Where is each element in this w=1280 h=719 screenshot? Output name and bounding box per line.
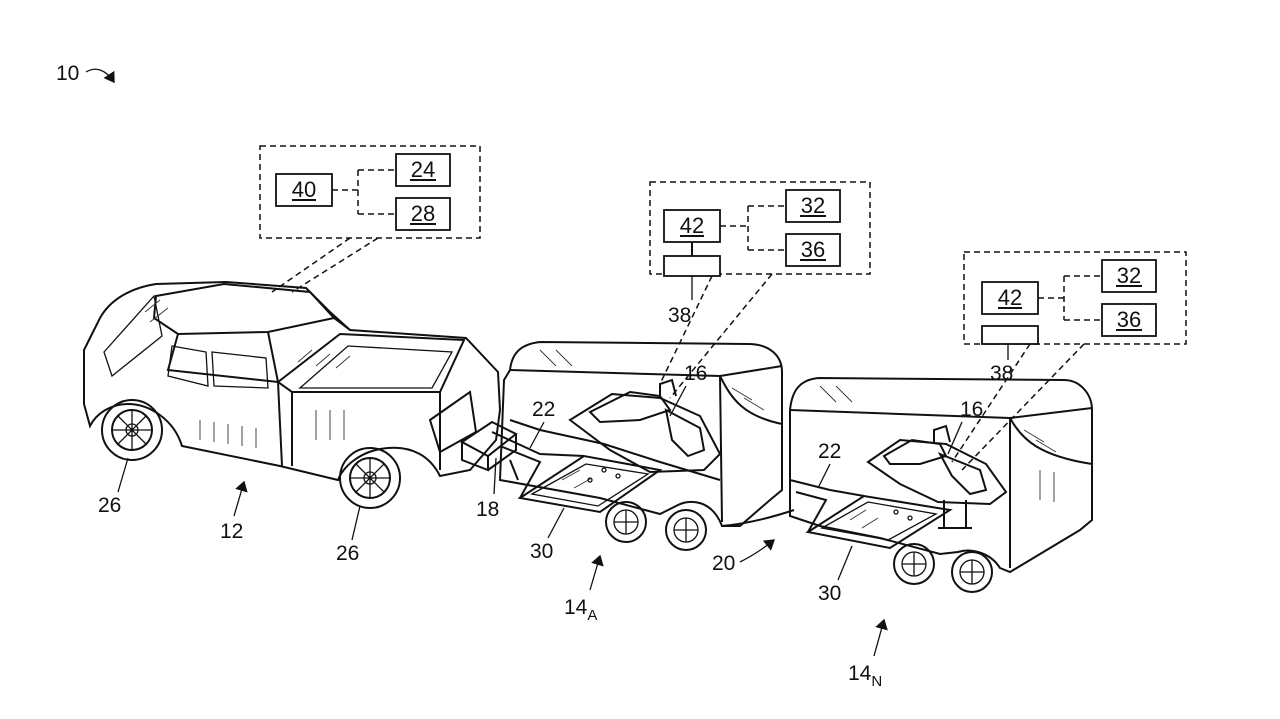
watercraft-a <box>568 392 722 474</box>
trailer-n-module: 42 32 36 <box>963 251 1187 345</box>
callout-30-a: 30 <box>530 540 553 563</box>
trailer-a-wheel-2 <box>665 509 707 551</box>
side-window <box>211 351 269 389</box>
trailer-n-wheel-1 <box>893 543 935 585</box>
trailer-n-tongue <box>789 479 865 533</box>
figure-ref-arrow <box>85 68 115 84</box>
callout-22-a: 22 <box>532 398 555 421</box>
callout-30-n: 30 <box>818 582 841 605</box>
unit-24-label: 24 <box>411 157 435 182</box>
callout-14n: 14N <box>848 662 882 690</box>
watercraft-lift <box>938 500 972 529</box>
truck-roof <box>152 282 336 336</box>
trailer-a <box>491 340 783 551</box>
callout-14a-number: 14 <box>564 596 588 619</box>
callout-26-front: 26 <box>336 542 359 565</box>
callout-16-a: 16 <box>684 362 707 385</box>
sensor-38-a-box <box>663 255 721 277</box>
callout-26-rear: 26 <box>98 494 121 517</box>
trailer-n-wheel-2 <box>951 551 993 593</box>
front-wheel <box>339 447 401 509</box>
rear-wheel <box>101 399 163 461</box>
callout-14n-subscript: N <box>871 673 882 690</box>
controller-42-n-label: 42 <box>998 285 1022 310</box>
rear-window <box>167 345 209 387</box>
callout-20: 20 <box>712 552 735 575</box>
trailer-a-module: 42 32 36 <box>649 181 871 277</box>
unit-36-a-label: 36 <box>801 237 825 262</box>
trailer-n-module-border <box>963 251 1187 345</box>
controller-42-a-label: 42 <box>680 213 704 238</box>
unit-36-n-label: 36 <box>1117 307 1141 332</box>
callout-22-n: 22 <box>818 440 841 463</box>
callout-18: 18 <box>476 498 499 521</box>
trailer-a-deck <box>517 454 663 514</box>
trailer-n-deck <box>805 494 953 550</box>
callout-14a: 14A <box>564 596 597 624</box>
controller-40-label: 40 <box>292 177 316 202</box>
trailer-a-wheel-1 <box>605 501 647 543</box>
trailer-a-tongue <box>491 431 585 499</box>
callout-38-a: 38 <box>668 304 691 327</box>
sensor-38-n-box <box>981 325 1039 345</box>
truck-module: 40 24 28 <box>259 145 481 239</box>
windshield <box>103 294 163 378</box>
watercraft-n <box>866 438 1008 506</box>
unit-32-n-label: 32 <box>1117 263 1141 288</box>
truck-module-border <box>259 145 481 239</box>
callout-12: 12 <box>220 520 243 543</box>
trailer-n <box>789 376 1093 593</box>
unit-32-a-label: 32 <box>801 193 825 218</box>
trailer-link <box>721 509 795 527</box>
tail-light <box>428 390 478 454</box>
unit-28-label: 28 <box>411 201 435 226</box>
truck-body <box>83 280 502 482</box>
callout-38-n: 38 <box>990 362 1013 385</box>
callout-16-n: 16 <box>960 398 983 421</box>
pickup-truck <box>83 280 518 509</box>
trailer-a-body <box>498 340 783 527</box>
figure-ref-label: 10 <box>56 62 79 85</box>
callout-14n-number: 14 <box>848 662 872 685</box>
callout-14a-subscript: A <box>587 607 597 624</box>
trailer-n-body <box>789 376 1093 574</box>
truck-bed <box>276 332 466 393</box>
trailer-a-module-border <box>649 181 871 275</box>
